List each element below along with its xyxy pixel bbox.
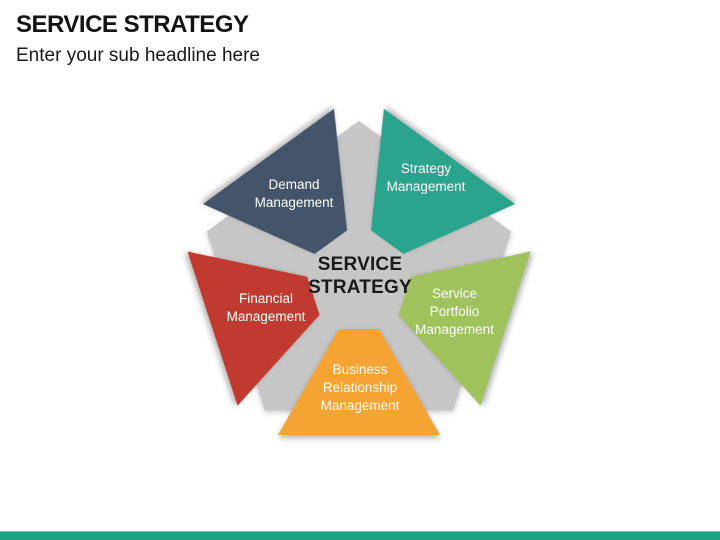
petal-demand-management — [202, 108, 347, 254]
diagram-center-title: SERVICE STRATEGY — [285, 253, 435, 299]
footer-accent-bar — [0, 531, 720, 540]
petal-label-financial-management: Financial Management — [226, 291, 306, 324]
petal-label-demand-management: Demand Management — [254, 177, 334, 210]
diagram-center-title-line1: SERVICE — [317, 254, 403, 275]
petal-label-service-portfolio-management: Service Portfolio Management — [415, 286, 494, 337]
slide-subtitle: Enter your sub headline here — [16, 45, 260, 66]
petal-business-relationship-management — [278, 329, 440, 435]
petal-label-strategy-management: Strategy Management — [386, 161, 466, 194]
petal-financial-management — [187, 251, 320, 406]
petal-strategy-management — [371, 108, 516, 254]
petal-service-portfolio-management — [398, 251, 531, 406]
diagram-center-title-line2: STRATEGY — [308, 277, 412, 298]
slide-title: SERVICE STRATEGY — [16, 11, 249, 38]
petal-label-business-relationship-management: Business Relationship Management — [320, 362, 400, 413]
